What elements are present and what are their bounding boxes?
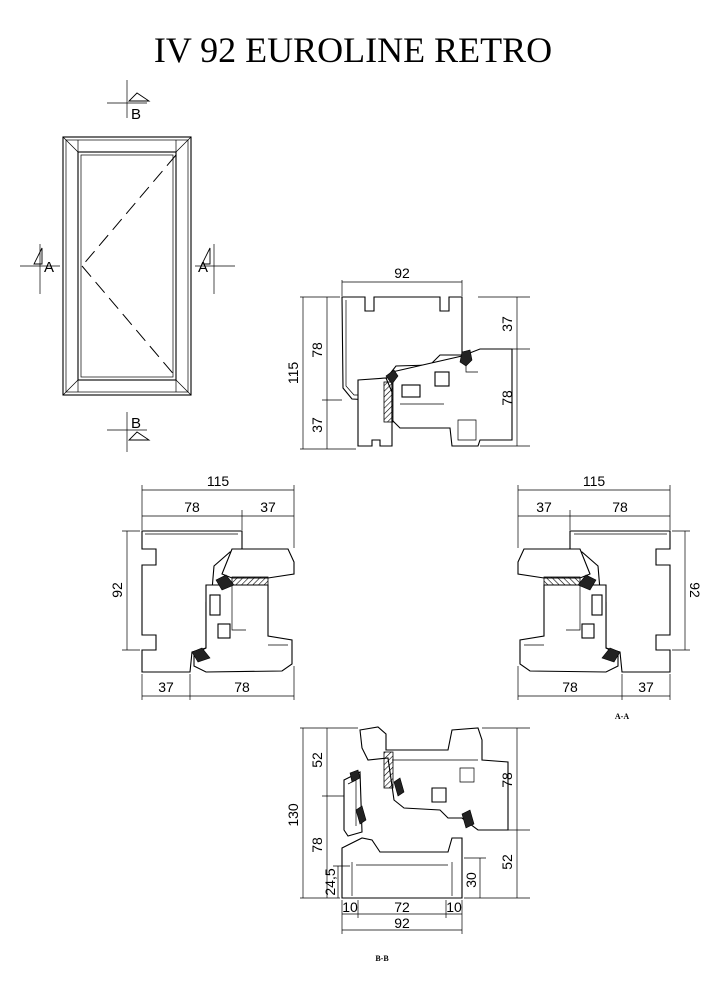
dim-top-total: 115 (583, 473, 606, 489)
section-marker-a-left: A (20, 244, 60, 294)
dim-left-upper: 78 (309, 342, 325, 358)
dim-seg-mid: 72 (394, 899, 410, 915)
svg-text:A: A (198, 259, 208, 276)
dim-top-total: 115 (207, 473, 230, 489)
top-section-dimensions: 92 115 78 37 37 78 (285, 265, 530, 450)
dim-bottom-a: 37 (158, 679, 174, 695)
dim-seg-left: 10 (342, 899, 358, 915)
opening-indicator-line (81, 265, 177, 378)
section-marker-a-right: A (195, 244, 235, 294)
section-marker-b-bottom: B (107, 412, 151, 452)
dim-seg-right: 10 (446, 899, 462, 915)
right-section-dimensions: 115 37 78 92 78 37 (517, 473, 703, 700)
dim-left-lower: 78 (309, 837, 325, 853)
dim-bottom-a: 78 (562, 679, 578, 695)
dim-right-small: 30 (463, 872, 479, 888)
dim-side: 92 (109, 582, 125, 598)
dim-top-a: 78 (184, 499, 200, 515)
dim-width: 92 (394, 265, 410, 281)
caption-bb: B-B (375, 954, 389, 963)
bottom-profile-section (341, 726, 509, 899)
bottom-section-dimensions: 130 52 78 24,5 78 52 30 10 72 10 92 (285, 727, 530, 934)
left-section-dimensions: 115 78 37 92 37 78 (109, 473, 295, 700)
dim-top-b: 37 (260, 499, 276, 515)
svg-text:A: A (44, 259, 54, 276)
svg-text:B: B (131, 415, 141, 432)
dim-side: 92 (687, 582, 703, 598)
dim-right-lower: 78 (499, 390, 515, 406)
dim-width: 92 (394, 915, 410, 931)
dim-right-lower: 52 (499, 854, 515, 870)
top-profile-section (341, 296, 513, 447)
caption-aa: A-A (615, 712, 629, 721)
svg-text:B: B (131, 106, 141, 123)
dim-right-upper: 37 (499, 316, 515, 332)
dim-left-small: 24,5 (322, 868, 338, 895)
dim-height: 130 (285, 803, 301, 827)
section-marker-b-top: B (107, 80, 151, 123)
opening-indicator-line (81, 154, 177, 267)
page-title: IV 92 EUROLINE RETRO (154, 30, 552, 70)
dim-height: 115 (285, 362, 301, 385)
dim-top-a: 37 (536, 499, 552, 515)
dim-left-upper: 52 (309, 752, 325, 768)
window-elevation (62, 136, 192, 396)
dim-top-b: 78 (612, 499, 628, 515)
right-profile-section (517, 530, 671, 673)
dim-left-lower: 37 (309, 417, 325, 433)
left-profile-section (141, 530, 295, 673)
dim-bottom-b: 37 (638, 679, 654, 695)
dim-bottom-b: 78 (234, 679, 250, 695)
dim-right-upper: 78 (499, 772, 515, 788)
